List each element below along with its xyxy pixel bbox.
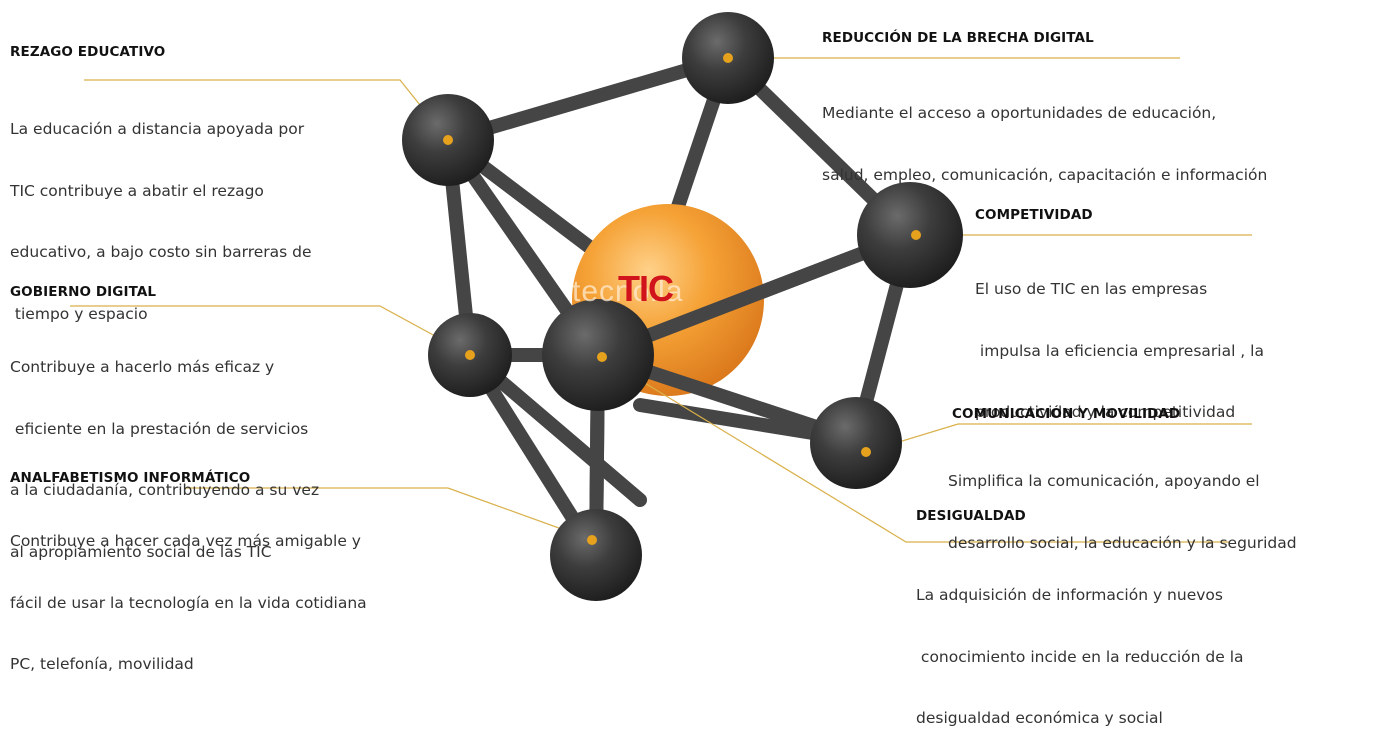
line: productividad y la competitividad — [975, 403, 1236, 421]
line: salud, empleo, comunicación, capacitació… — [822, 165, 1268, 184]
line: La adquisición de información y nuevos — [916, 586, 1223, 604]
body-brecha: Mediante el acceso a oportunidades de ed… — [822, 62, 1267, 206]
title-desigualdad: DESIGUALDAD — [916, 508, 1026, 524]
dot — [597, 352, 607, 362]
title-analfabetismo: ANALFABETISMO INFORMÁTICO — [10, 470, 251, 486]
node-analfabetismo — [550, 509, 642, 601]
dot — [861, 447, 871, 457]
line: Contribuye a hacer cada vez más amigable… — [10, 532, 361, 550]
body-gobierno: Contribuye a hacerlo más eficaz y eficie… — [10, 316, 319, 583]
title-comunicacion: COMUNICACIÓN Y MOVILIDAD — [952, 406, 1181, 422]
dot — [465, 350, 475, 360]
body-analfabetismo: Contribuye a hacer cada vez más amigable… — [10, 490, 367, 695]
dot — [443, 135, 453, 145]
line: Simplifica la comunicación, apoyando el — [948, 472, 1260, 490]
line: educativo, a bajo costo sin barreras de — [10, 243, 312, 261]
center-label: TIC — [618, 268, 674, 309]
node-competitividad — [857, 182, 963, 288]
dot — [911, 230, 921, 240]
line: desigualdad económica y social — [916, 709, 1163, 727]
line: TIC contribuye a abatir el rezago — [10, 181, 264, 200]
title-competitividad: COMPETIVIDAD — [975, 207, 1093, 223]
title-gobierno: GOBIERNO DIGITAL — [10, 284, 157, 300]
dot — [587, 535, 597, 545]
line: al apropiamiento social de las TIC — [10, 542, 272, 561]
body-competitividad: El uso de TIC en las empresas impulsa la… — [975, 238, 1264, 443]
line: desarrollo social, la educación y la seg… — [948, 533, 1297, 552]
watermark-text: tecnolla — [572, 275, 684, 308]
line: impulsa la eficiencia empresarial , la — [975, 341, 1264, 360]
line: eficiente en la prestación de servicios — [10, 419, 309, 438]
body-rezago: La educación a distancia apoyada por TIC… — [10, 78, 312, 345]
line: Mediante el acceso a oportunidades de ed… — [822, 104, 1217, 122]
line: conocimiento incide en la reducción de l… — [916, 647, 1244, 666]
title-brecha: REDUCCIÓN DE LA BRECHA DIGITAL — [822, 30, 1094, 46]
node-comunicacion — [810, 397, 902, 489]
body-comunicacion: Simplifica la comunicación, apoyando el … — [948, 430, 1297, 574]
title-rezago: REZAGO EDUCATIVO — [10, 44, 166, 60]
leader-analfabetismo — [184, 487, 593, 541]
dot — [723, 53, 733, 63]
line: fácil de usar la tecnología en la vida c… — [10, 593, 367, 612]
leader-desigualdad — [601, 356, 1230, 543]
node-dots — [443, 53, 921, 545]
line: a la ciudadanía, contribuyendo a su vez — [10, 481, 320, 499]
line: tiempo y espacio — [10, 304, 148, 323]
line: El uso de TIC en las empresas — [975, 280, 1208, 298]
rod — [441, 51, 735, 147]
body-desigualdad: La adquisición de información y nuevos c… — [916, 544, 1244, 749]
line: PC, telefonía, movilidad — [10, 655, 194, 673]
line: La educación a distancia apoyada por — [10, 120, 305, 138]
tic-molecule-diagram — [70, 12, 1252, 601]
line: Contribuye a hacerlo más eficaz y — [10, 358, 275, 376]
